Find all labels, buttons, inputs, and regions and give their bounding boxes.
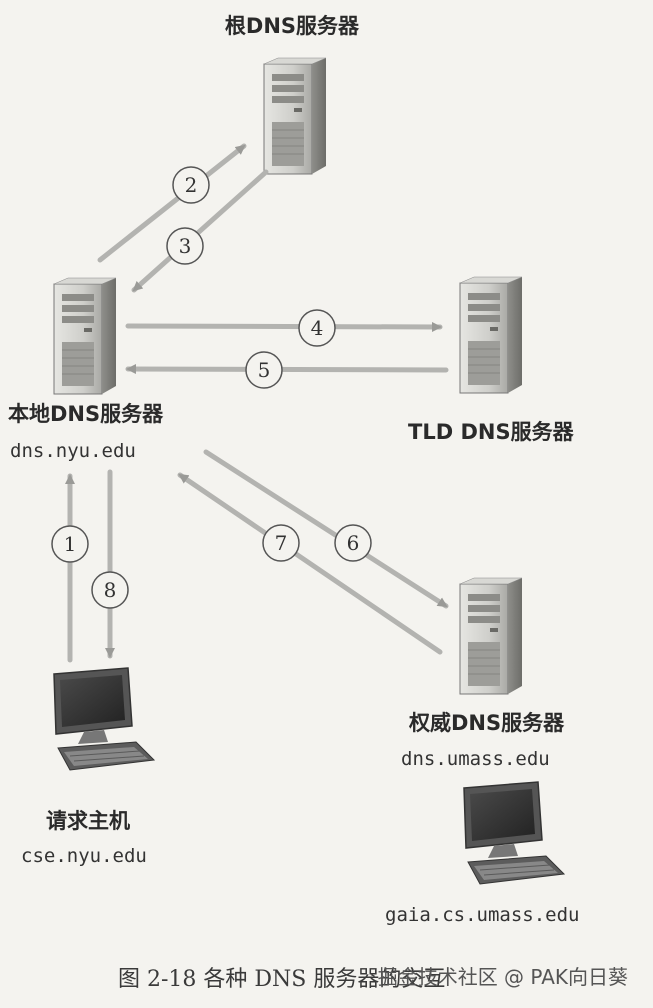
svg-text:3: 3 xyxy=(179,234,192,258)
arrow-step-5 xyxy=(125,364,449,375)
svg-text:1: 1 xyxy=(64,532,77,556)
target-host-name: gaia.cs.umass.edu xyxy=(385,904,579,926)
arrow-step-6 xyxy=(203,449,449,609)
arrow-step-7 xyxy=(177,472,443,655)
step-3-marker: 3 xyxy=(166,227,204,265)
step-markers: 2 3 4 5 6 7 1 8 xyxy=(51,166,372,609)
root-dns-label: 根DNS服务器 xyxy=(225,14,360,38)
target-host-computer xyxy=(463,781,565,885)
auth-dns-label: 权威DNS服务器 xyxy=(408,711,565,735)
local-dns-label: 本地DNS服务器 xyxy=(8,402,164,426)
step-4-marker: 4 xyxy=(298,309,336,347)
tld-dns-server xyxy=(459,276,523,394)
step-5-marker: 5 xyxy=(245,351,283,389)
step-6-marker: 6 xyxy=(334,524,372,562)
local-dns-host: dns.nyu.edu xyxy=(10,440,136,462)
step-7-marker: 7 xyxy=(262,524,300,562)
tld-dns-label: TLD DNS服务器 xyxy=(408,420,575,444)
arrow-step-3 xyxy=(131,169,269,293)
authoritative-dns-server xyxy=(459,577,523,695)
requesting-host-name: cse.nyu.edu xyxy=(21,845,147,867)
arrow-step-4 xyxy=(125,321,443,332)
svg-text:5: 5 xyxy=(258,358,271,382)
requesting-host-computer xyxy=(53,667,155,771)
watermark: 掘金技术社区 @ PAK向日葵 xyxy=(378,965,628,989)
step-2-marker: 2 xyxy=(172,166,210,204)
figure-caption: 图 2-18 各种 DNS 服务器的交互 xyxy=(118,967,445,992)
root-dns-server xyxy=(263,57,327,175)
step-8-marker: 8 xyxy=(91,571,129,609)
svg-text:8: 8 xyxy=(104,578,117,602)
step-1-marker: 1 xyxy=(51,525,89,563)
svg-text:7: 7 xyxy=(275,531,288,555)
svg-text:2: 2 xyxy=(185,173,198,197)
svg-text:4: 4 xyxy=(311,316,324,340)
arrow-step-2 xyxy=(97,143,247,263)
requesting-host-label: 请求主机 xyxy=(46,809,130,833)
svg-text:6: 6 xyxy=(347,531,360,555)
auth-dns-host: dns.umass.edu xyxy=(401,748,550,770)
local-dns-server xyxy=(53,277,117,395)
